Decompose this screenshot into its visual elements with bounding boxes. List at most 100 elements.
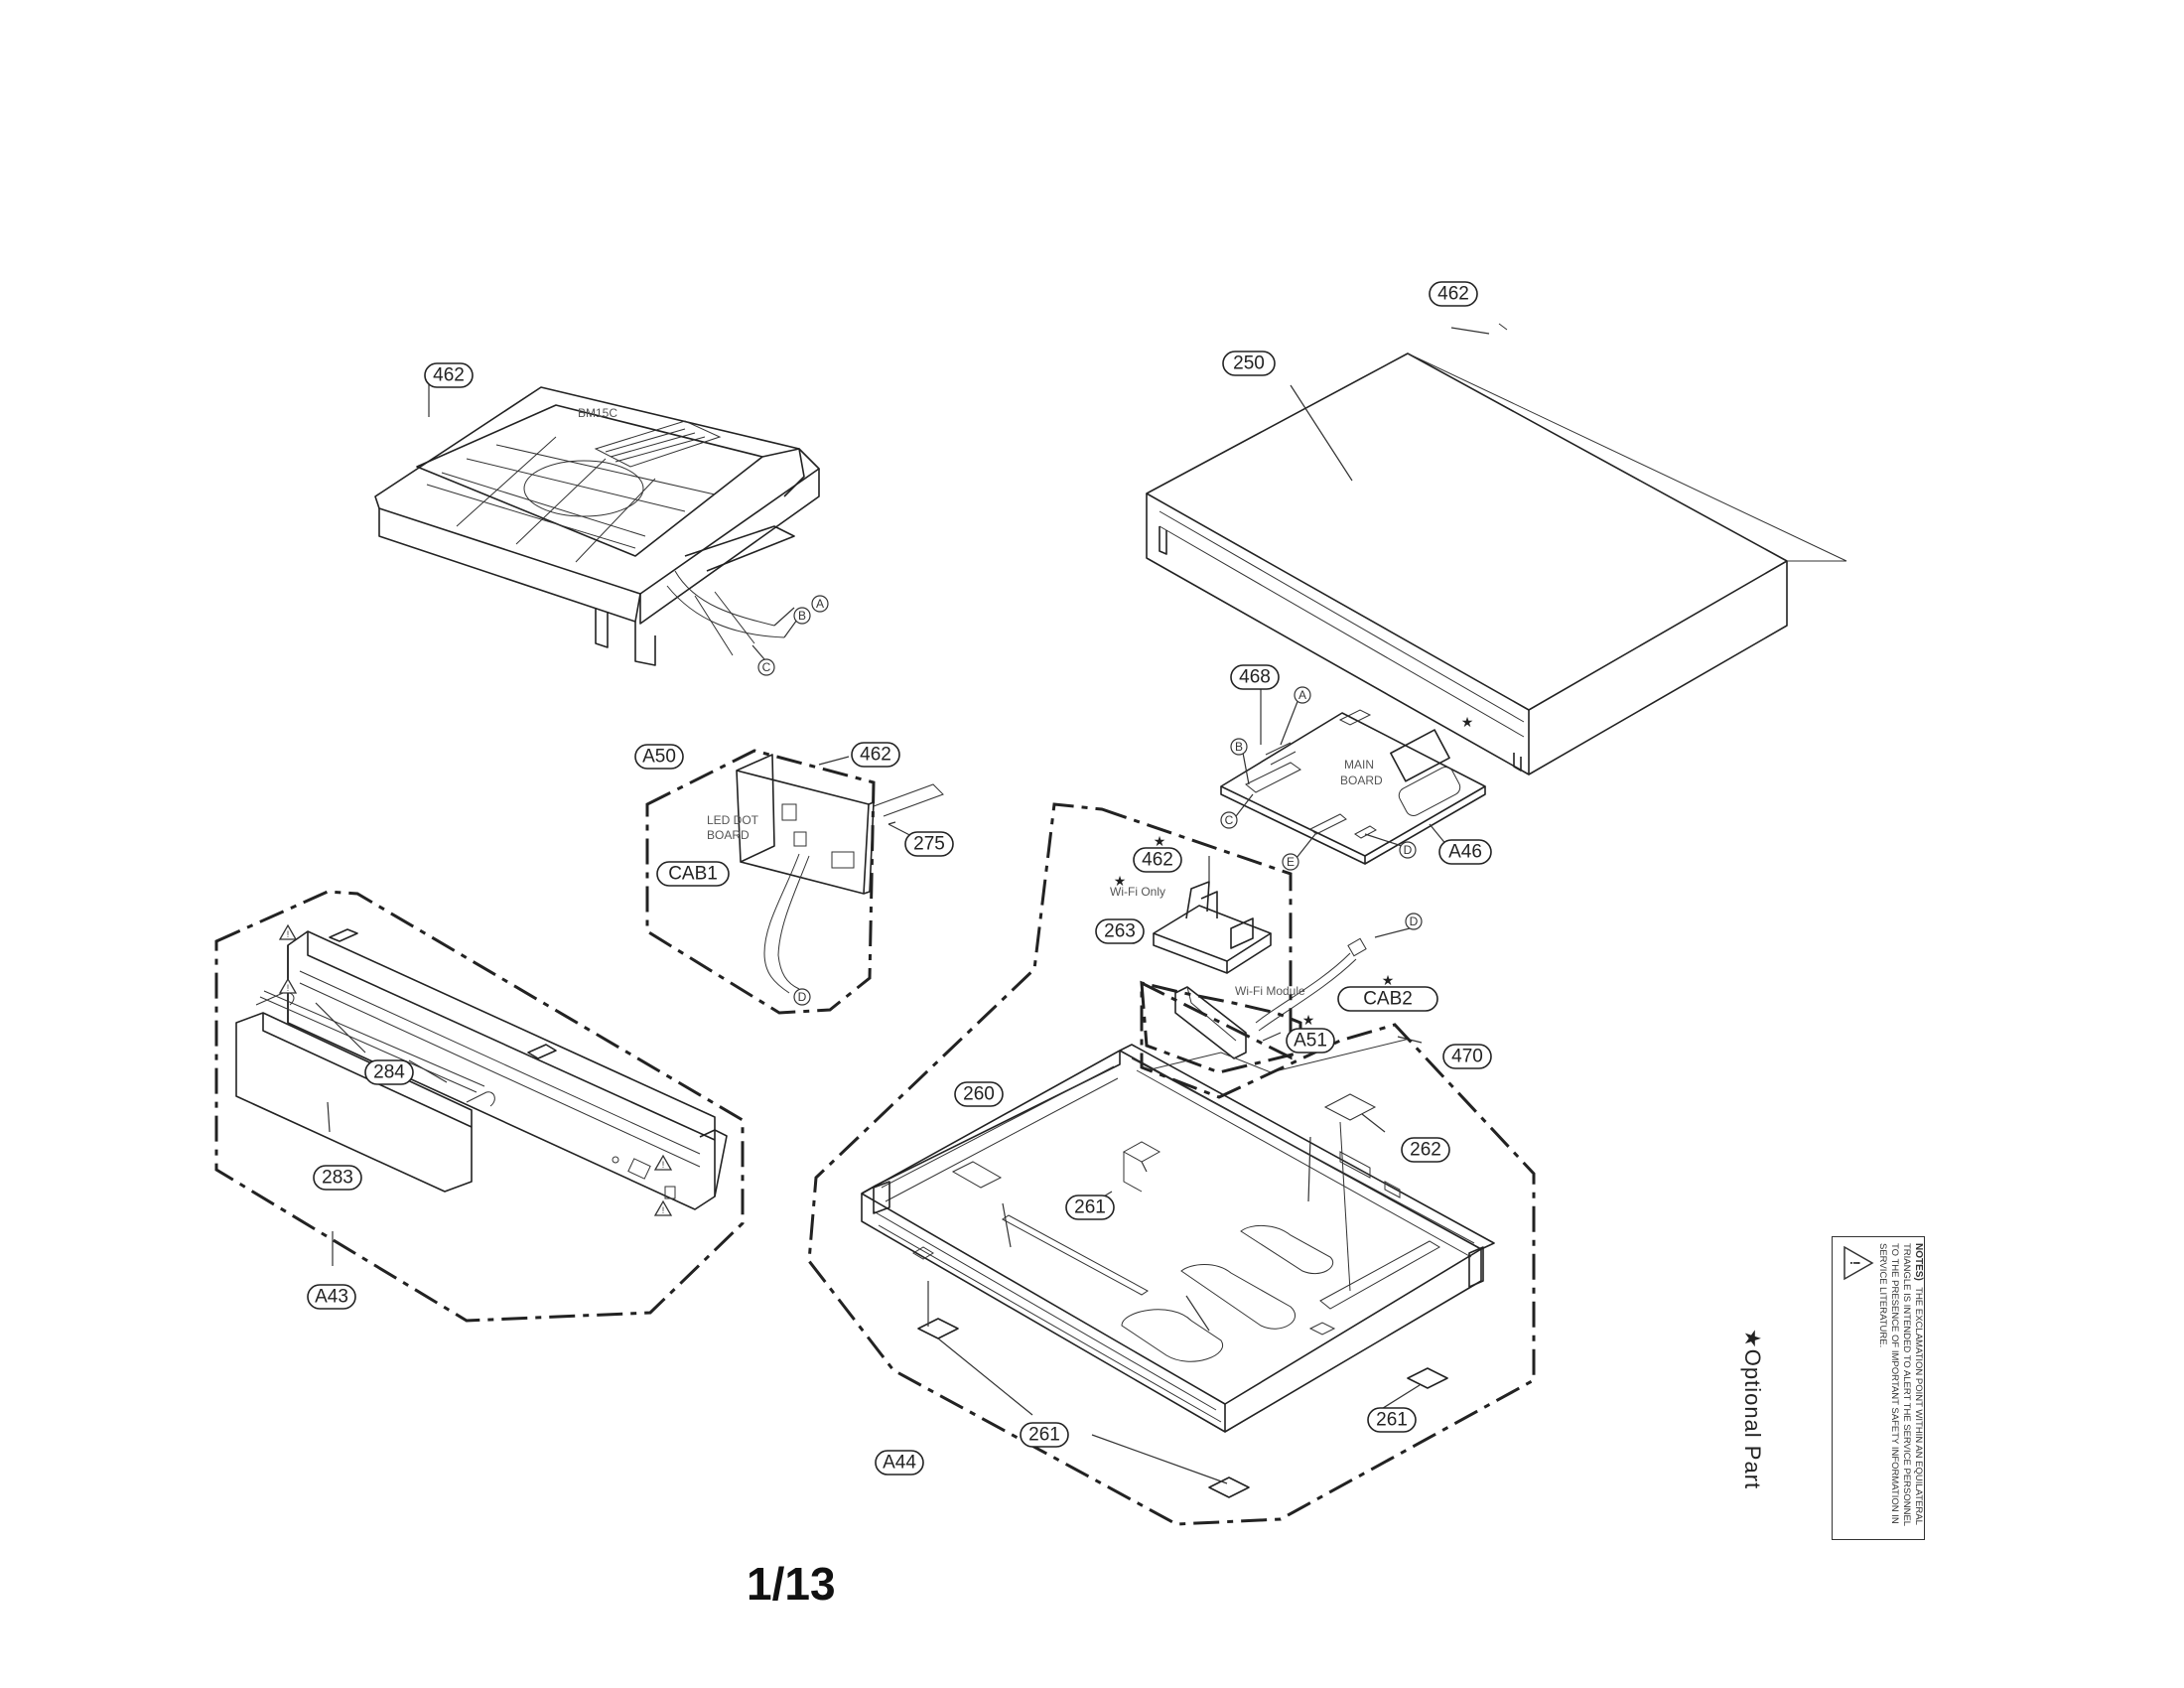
svg-text:A: A [816,597,824,611]
svg-text:284: 284 [373,1062,405,1083]
svg-text:462: 462 [1142,850,1173,871]
svg-text:!: ! [287,983,290,993]
svg-text:283: 283 [322,1168,353,1189]
svg-text:263: 263 [1104,921,1136,942]
front-panel [235,928,728,1266]
svg-text:462: 462 [433,365,465,386]
wifi-bracket [1153,856,1272,974]
wifi-module [1174,927,1411,1059]
svg-text:462: 462 [860,745,891,766]
wifi-module-label: Wi-Fi Module [1235,984,1305,998]
notes-body: THE EXCLAMATION POINT WITHIN AN EQUILATE… [1877,1243,1924,1526]
svg-text:!: ! [662,1205,665,1215]
a44-group-outline [807,802,1536,1526]
optional-star-icon: ★ [1382,973,1395,989]
svg-text:250: 250 [1233,353,1265,374]
legend-text: Optional Part [1740,1348,1765,1490]
connector-letter-a: A [1294,686,1311,704]
optional-star-icon: ★ [1461,715,1474,731]
svg-text:CAB1: CAB1 [668,864,718,885]
wifi-only-label: Wi-Fi Only [1110,885,1165,899]
connector-letter-b: B [1230,738,1248,756]
warning-icon: ! [1843,1245,1874,1281]
warning-icon: ! [278,977,298,994]
callout-261-bottom: 261 [1020,1422,1069,1448]
optional-star-icon: ★ [1114,874,1127,890]
callout-a50: A50 [634,744,684,770]
svg-text:A46: A46 [1448,842,1482,863]
svg-text:462: 462 [1437,284,1469,305]
svg-text:C: C [762,660,771,674]
svg-text:261: 261 [1074,1197,1106,1218]
connector-letter-c: C [1220,811,1238,829]
svg-text:A43: A43 [315,1287,348,1308]
callout-261-right: 261 [1367,1407,1417,1433]
callout-462-drive: 462 [424,362,474,388]
svg-text:E: E [1287,855,1295,869]
svg-text:D: D [1410,914,1419,928]
callout-cab2: CAB2 [1337,986,1438,1012]
connector-letter-d: D [1405,913,1423,930]
svg-text:A51: A51 [1294,1031,1327,1052]
page-number: 1/13 [747,1558,836,1610]
a51-group-outline [1140,981,1302,1074]
svg-text:468: 468 [1239,667,1271,688]
callout-470: 470 [1442,1044,1492,1069]
notes-box: ! NOTES) THE EXCLAMATION POINT WITHIN AN… [1832,1236,1925,1540]
svg-text:261: 261 [1376,1410,1408,1431]
svg-text:C: C [1225,813,1234,827]
callout-250: 250 [1222,351,1276,376]
led-board-label-line1: LED DOT [707,813,759,827]
callout-260: 260 [954,1081,1004,1107]
a50-group-outline [645,749,876,1015]
connector-letter-e: E [1282,853,1299,871]
svg-text:A: A [1298,688,1306,702]
svg-text:D: D [798,990,807,1004]
callout-462-cover: 462 [1429,281,1478,307]
notes-text: NOTES) THE EXCLAMATION POINT WITHIN AN E… [1876,1243,1924,1535]
callout-262: 262 [1401,1137,1450,1163]
main-board-label-line2: BOARD [1340,774,1383,787]
svg-text:B: B [798,609,806,623]
svg-text:CAB2: CAB2 [1363,989,1413,1010]
main-board [1220,689,1486,865]
led-dot-board [736,754,944,994]
led-board-label-line2: BOARD [707,828,750,842]
svg-text:!: ! [662,1160,665,1170]
optional-star-icon: ★ [1154,834,1166,850]
callout-a44: A44 [875,1450,924,1476]
callout-283: 283 [313,1165,362,1191]
disc-drive-unit [374,375,820,666]
callout-462-led: 462 [851,742,900,768]
callout-a43: A43 [307,1284,356,1310]
svg-text:D: D [1404,843,1413,857]
svg-text:260: 260 [963,1084,995,1105]
main-board-label-line1: MAIN [1344,758,1374,772]
warning-icon: ! [653,1154,673,1171]
svg-text:!: ! [287,929,290,939]
svg-text:A44: A44 [883,1453,916,1474]
warning-icon: ! [278,923,298,940]
connector-letter-d: D [793,988,811,1006]
notes-heading: NOTES) [1913,1243,1924,1281]
callout-261-center: 261 [1065,1195,1115,1220]
a43-group-outline [214,890,745,1323]
connector-letter-c: C [757,658,775,676]
top-cover [1146,323,1847,775]
callout-462-wifi: 462 [1133,847,1182,873]
callout-a51: A51 [1286,1028,1335,1054]
callout-263: 263 [1095,918,1145,944]
svg-text:261: 261 [1028,1425,1060,1446]
callout-275: 275 [904,831,954,857]
svg-text:B: B [1235,740,1243,754]
optional-star-icon: ★ [1302,1013,1315,1029]
optional-part-legend: ★Optional Part [1739,1329,1765,1489]
svg-text:A50: A50 [642,747,676,768]
legend-star-icon: ★ [1740,1329,1765,1349]
chassis [861,1036,1495,1498]
callout-284: 284 [364,1059,414,1085]
callout-cab1: CAB1 [656,861,730,887]
svg-text:262: 262 [1410,1140,1441,1161]
warning-icon: ! [653,1199,673,1216]
